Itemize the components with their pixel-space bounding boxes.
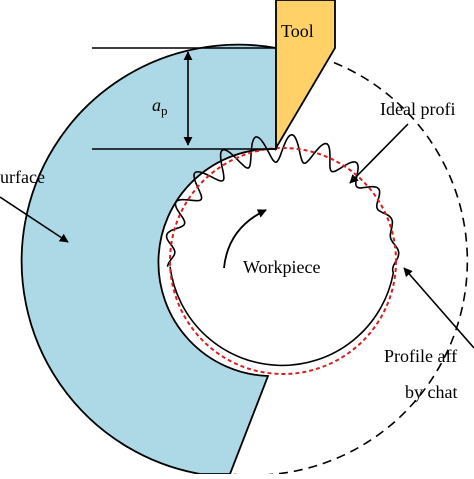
tool-label: Tool [281,21,314,41]
chatter-profile-label-line1: Profile aff [384,346,457,366]
ideal-profile-leader [349,123,409,184]
depth-of-cut-label: ap [152,95,168,118]
chatter-profile-label-line2: by chat [405,382,457,402]
cutting-tool [275,0,336,152]
chatter-profile-leader [403,267,474,349]
workpiece-region [20,43,277,475]
depth-symbol: a [152,95,161,115]
rotation-arrow [223,209,267,269]
original-outline-dashed [229,47,469,477]
ideal-profile-circle [169,147,397,375]
ideal-profile-label: Ideal profi [380,99,455,119]
surface-leader [0,196,69,243]
workpiece-label: Workpiece [243,257,321,277]
depth-subscript: p [161,103,168,118]
surface-label: urface [0,167,45,187]
